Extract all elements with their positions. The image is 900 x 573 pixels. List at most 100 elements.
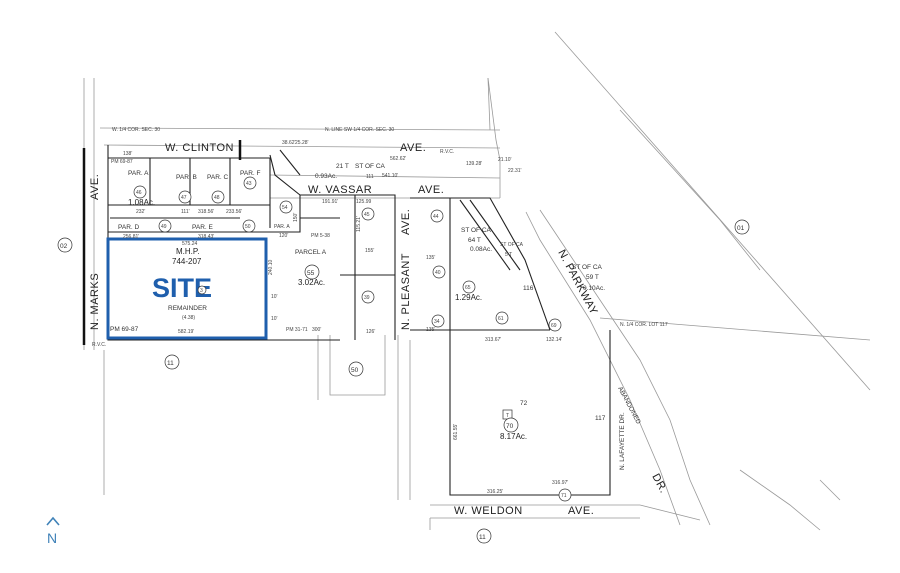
street-pleasant-ave: AVE. [400,209,412,235]
note-st-of-ca-4: ST OF CA [572,264,603,271]
dim-label: 318.43' [198,234,214,240]
dim-label: 10' [271,316,278,322]
dim-label: 132.14' [546,337,562,343]
note-pm-5-38: PM 5-38 [311,233,330,239]
street-marks-ave: AVE. [89,174,101,200]
note-t-box: T [506,413,509,419]
dim-label: 22.31' [508,168,522,174]
note-st-of-ca-2-ac: 0.08Ac. [470,246,492,253]
note-parcel-a-ac: 3.02Ac. [298,278,325,287]
lot-48: 48 [214,195,220,201]
note-par-f: PAR. F [240,170,260,177]
lot-61: 61 [498,316,504,322]
note-st-of-ca-2-num: 64 T [468,237,481,244]
circled-numbers: 02 01 11 11 50 46 47 48 43 54 49 50 55 4… [57,176,750,544]
dim-label: 256.81' [123,234,139,240]
note-cor-lot117: N. 1/4 COR. LOT 117 [620,322,668,328]
street-n-parkway: N. PARKWAY [555,248,599,317]
note-pm-69-87-top: PM 69-87 [111,159,133,165]
note-line-sw: N. LINE SW 1/4 COR. SEC. 30 [325,127,394,133]
site-pm-ref: PM 69-87 [110,326,139,333]
street-bars [82,140,242,345]
site-mhp: M.H.P. [176,247,199,256]
north-arrow-label: N [47,530,57,546]
site-remainder-ac: (4.38) [182,315,195,321]
dim-label: 562.62' [390,156,406,162]
note-rvc-top: R.V.C. [440,149,454,155]
dim-label: 10' [271,294,278,300]
dim-label: 150' [293,213,299,222]
note-rvc-left: R.V.C. [92,342,106,348]
dim-label: 111' [181,209,190,215]
street-weldon-ave: AVE. [568,505,594,517]
note-st-of-ca-3: ST OF CA [500,242,524,248]
lot-71: 71 [561,493,567,499]
note-lot116: 116 [523,285,534,292]
lot-47: 47 [181,195,187,201]
note-lot46-ac: 1.08Ac. [128,198,155,207]
site-mhp-num: 744-207 [172,257,202,266]
lot-02: 02 [60,243,68,250]
street-w-weldon: W. WELDON [454,505,523,517]
note-st-of-ca-1-lot: 111 [366,174,374,180]
note-par-a2: PAR. A [274,224,290,230]
parcel-boundaries [107,145,611,496]
dim-label: 233.56' [226,209,242,215]
lot-50-lower: 50 [351,367,359,374]
dim-label: 125.99 [356,199,372,205]
site-parcel-outline[interactable] [106,237,268,340]
dim-label: 191.91' [322,199,338,205]
note-st-of-ca-1: ST OF CA [355,163,386,170]
dim-label: 139.28' [466,161,482,167]
street-n-lafayette: N. LAFAYETTE DR. [619,412,626,470]
site-dim-top: 575.24 [182,241,198,247]
dim-label: 115.21' [356,216,362,232]
lot-39: 39 [364,295,370,301]
note-par-c: PAR. C [207,174,228,181]
note-lot117: 117 [595,415,606,422]
lot-55: 55 [307,270,315,277]
dim-label: 126' [366,329,375,335]
site-dim-bottom: 582.19' [178,329,194,335]
dim-label: 316.25' [487,489,503,495]
dim-label: 541.10' [382,173,398,179]
lot-46: 46 [136,190,142,196]
dim-label: 21.10' [498,157,512,163]
note-t72: 72 [520,400,528,407]
note-parcel-a: PARCEL A [295,249,327,256]
dim-label: 300' [312,327,321,333]
site-remainder: REMAINDER [168,305,207,312]
dim-label: 316.97' [552,480,568,486]
lot-11-lower: 11 [479,534,486,541]
note-lot65-ac: 1.29Ac. [455,293,482,302]
dim-label: 120' [279,233,288,239]
dim-label: 25.28' [295,140,309,146]
street-n-pleasant: N. PLEASANT [400,253,412,330]
note-lot70-ac: 8.17Ac. [500,432,527,441]
street-vassar-ave: AVE. [418,184,444,196]
dim-label: 138' [123,151,132,157]
note-par-d: PAR. D [118,224,139,231]
dim-label: 240.10 [268,259,274,275]
dim-label: 38.62' [282,140,296,146]
street-parkway-dr: DR. [649,472,669,496]
lot-44: 44 [433,214,439,220]
note-st-of-ca-3-num: 5 T [505,252,512,258]
north-arrow: N [46,516,60,546]
dim-label: 318.56' [198,209,214,215]
lot-11-upper: 11 [167,360,174,367]
note-par-e: PAR. E [192,224,213,231]
lot-40: 40 [435,270,441,276]
note-cor-sec30: W. 1/4 COR. SEC. 30 [112,127,160,133]
note-par-a: PAR. A [128,170,149,177]
street-w-vassar: W. VASSAR [308,184,372,196]
lot-34: 34 [434,319,440,325]
dim-label: 135' [426,255,435,261]
lot-69: 69 [551,323,557,329]
lot-49: 49 [161,224,167,230]
lot-01: 01 [737,225,745,232]
note-pm-31-71: PM 31-71 [286,327,308,333]
street-w-clinton: W. CLINTON [165,142,234,154]
lot-50-upper: 50 [245,224,251,230]
